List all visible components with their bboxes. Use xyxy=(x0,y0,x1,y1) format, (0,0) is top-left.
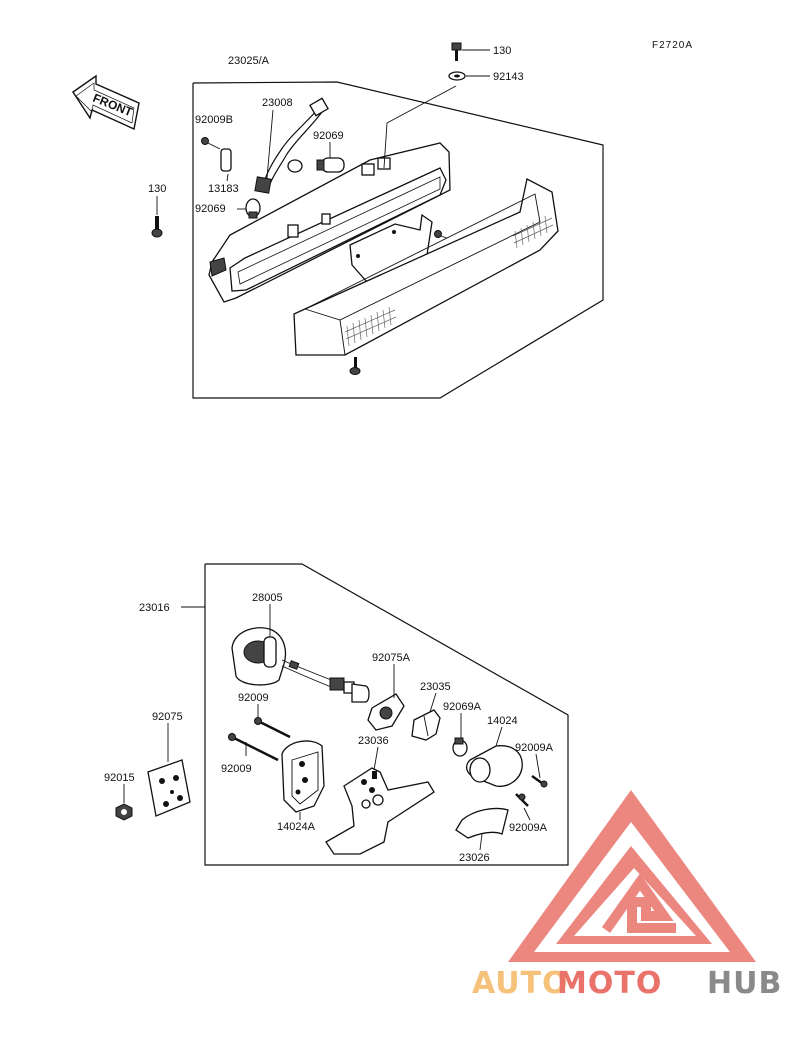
taillight-housing xyxy=(208,142,451,303)
bulb-upper xyxy=(316,157,345,173)
bulb-92069a xyxy=(452,737,468,757)
label-screw-long-upper: 92009 xyxy=(238,692,269,704)
label-plate: 92075 xyxy=(152,711,183,723)
bracket-23036 xyxy=(325,767,435,855)
lower-assembly-frame xyxy=(204,563,569,866)
screw-bracket-right xyxy=(434,230,448,239)
wiring-harness xyxy=(254,97,329,194)
label-washer: 92143 xyxy=(493,71,524,83)
nut-92015 xyxy=(115,803,133,821)
watermark-hub: HUB xyxy=(707,966,782,1001)
screw-92009b xyxy=(201,137,221,150)
bolt-left xyxy=(151,216,163,238)
label-assembly-upper: 23025/A xyxy=(228,55,270,67)
screw-lens-bottom xyxy=(349,357,361,375)
label-bolt-top: 130 xyxy=(493,45,511,57)
small-lens xyxy=(220,148,232,172)
label-screw-b: 92009B xyxy=(195,114,233,126)
plate-92075 xyxy=(147,759,191,817)
watermark-moto: MOTO xyxy=(557,966,662,1001)
bolt-top-leader xyxy=(383,85,457,169)
label-nut: 92015 xyxy=(104,772,135,784)
label-bracket-23036: 23036 xyxy=(358,735,389,747)
screw-right-lower xyxy=(515,793,529,807)
screw-right-upper xyxy=(531,774,548,788)
socket-28005 xyxy=(231,627,287,686)
lens-14024 xyxy=(465,745,523,787)
label-lens-14024: 14024 xyxy=(487,715,518,727)
screw-long-upper xyxy=(254,717,291,739)
cover-23026 xyxy=(455,807,509,839)
upper-assembly-frame xyxy=(192,81,604,399)
label-bulb-lower: 92069 xyxy=(195,203,226,215)
label-bolt-left: 130 xyxy=(148,183,166,195)
upper-leaders xyxy=(156,49,490,215)
label-bulb: 92069A xyxy=(443,701,482,713)
watermark-logo xyxy=(508,790,756,962)
label-holder: 92075A xyxy=(372,652,411,664)
label-assembly-lower: 23016 xyxy=(139,602,170,614)
diagram-ref: F2720A xyxy=(652,40,693,51)
lower-leaders xyxy=(123,604,541,851)
bulb-lower xyxy=(245,198,261,219)
label-screw-long-lower: 92009 xyxy=(221,763,252,775)
label-screw-right-lower: 92009A xyxy=(509,822,548,834)
socket-wiring xyxy=(281,659,370,703)
holder-92075a xyxy=(367,693,405,731)
screw-long-lower xyxy=(228,733,279,762)
label-screw-right-upper: 92009A xyxy=(515,742,554,754)
label-bulb-upper: 92069 xyxy=(313,130,344,142)
label-bracket-small: 23035 xyxy=(420,681,451,693)
label-cover: 23026 xyxy=(459,852,490,864)
lens-cover xyxy=(293,178,559,356)
bracket-23035 xyxy=(411,709,441,741)
washer xyxy=(448,71,466,81)
label-harness: 23008 xyxy=(262,97,293,109)
front-arrow: FRONT xyxy=(72,74,140,131)
watermark-text: AUTO MOTO HUB xyxy=(472,966,782,1001)
label-socket: 28005 xyxy=(252,592,283,604)
watermark-auto: AUTO xyxy=(472,966,569,1001)
label-housing: 14024A xyxy=(277,821,316,833)
housing-14024a xyxy=(281,740,325,813)
bolt-top xyxy=(451,42,462,61)
label-lens-small: 13183 xyxy=(208,183,239,195)
